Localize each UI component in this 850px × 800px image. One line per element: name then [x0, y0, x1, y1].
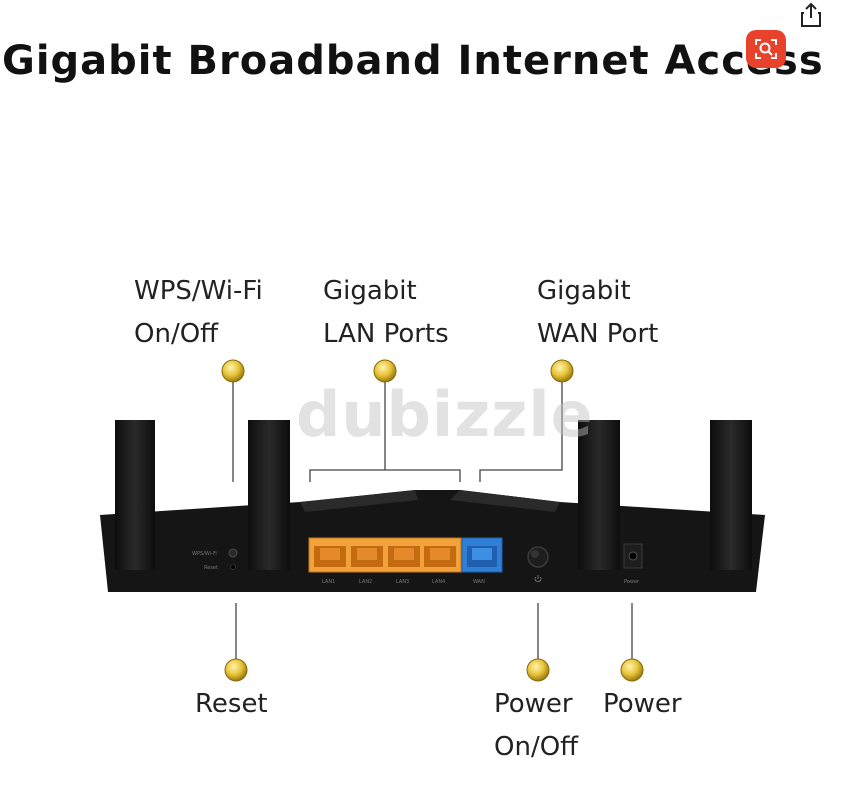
- callout-reset-line1: Reset: [195, 689, 268, 719]
- callout-power-switch-line1: Power: [494, 689, 573, 719]
- panel-label-wan: WAN: [473, 579, 485, 585]
- visual-search-icon: [755, 39, 777, 59]
- marker-reset: [224, 658, 248, 682]
- callout-wan: Gigabit WAN Port: [537, 270, 658, 356]
- panel-label-lan1: LAN1: [322, 579, 335, 585]
- lan-port-4: [424, 546, 456, 567]
- leader-wan: [479, 371, 563, 482]
- watermark: dubizzle: [296, 378, 594, 451]
- power-switch: [527, 546, 549, 568]
- antenna-2: [248, 420, 290, 570]
- leader-lan: [309, 469, 461, 482]
- lan-port-3: [388, 546, 420, 567]
- visual-search-button[interactable]: [746, 30, 786, 68]
- marker-wan: [550, 359, 574, 383]
- marker-power-switch: [526, 658, 550, 682]
- antenna-4: [710, 420, 752, 570]
- callout-power-switch: Power On/Off: [494, 683, 578, 769]
- wps-button: [228, 548, 238, 558]
- power-symbol-icon: [534, 575, 542, 582]
- callout-power: Power: [603, 683, 682, 726]
- callout-wan-line2: WAN Port: [537, 319, 659, 349]
- panel-label-power: Power: [624, 579, 640, 585]
- antenna-3: [578, 420, 620, 570]
- callout-wps-line1: WPS/Wi-Fi: [134, 276, 263, 306]
- share-icon: [801, 2, 821, 27]
- callout-reset: Reset: [195, 683, 268, 726]
- callout-lan: Gigabit LAN Ports: [323, 270, 449, 356]
- panel-label-lan3: LAN3: [396, 579, 409, 585]
- callout-wan-line1: Gigabit: [537, 276, 631, 306]
- panel-label-wps: WPS/Wi-Fi: [192, 551, 217, 557]
- page-title: Gigabit Broadband Internet Access: [2, 38, 824, 84]
- callout-lan-line2: LAN Ports: [323, 319, 449, 349]
- panel-label-lan2: LAN2: [359, 579, 372, 585]
- marker-lan: [373, 359, 397, 383]
- panel-label-lan4: LAN4: [432, 579, 445, 585]
- panel-label-reset: Reset: [204, 565, 218, 571]
- callout-wps: WPS/Wi-Fi On/Off: [134, 270, 263, 356]
- antenna-1: [115, 420, 155, 570]
- marker-power: [620, 658, 644, 682]
- callout-wps-line2: On/Off: [134, 319, 219, 349]
- reset-hole: [230, 564, 236, 570]
- lan-port-2: [351, 546, 383, 567]
- router-top-ridge: [300, 490, 418, 512]
- lan-port-1: [314, 546, 346, 567]
- callout-lan-line1: Gigabit: [323, 276, 417, 306]
- marker-wps: [221, 359, 245, 383]
- callout-power-switch-line2: On/Off: [494, 732, 579, 762]
- callout-power-line1: Power: [603, 689, 682, 719]
- share-button[interactable]: [794, 0, 828, 30]
